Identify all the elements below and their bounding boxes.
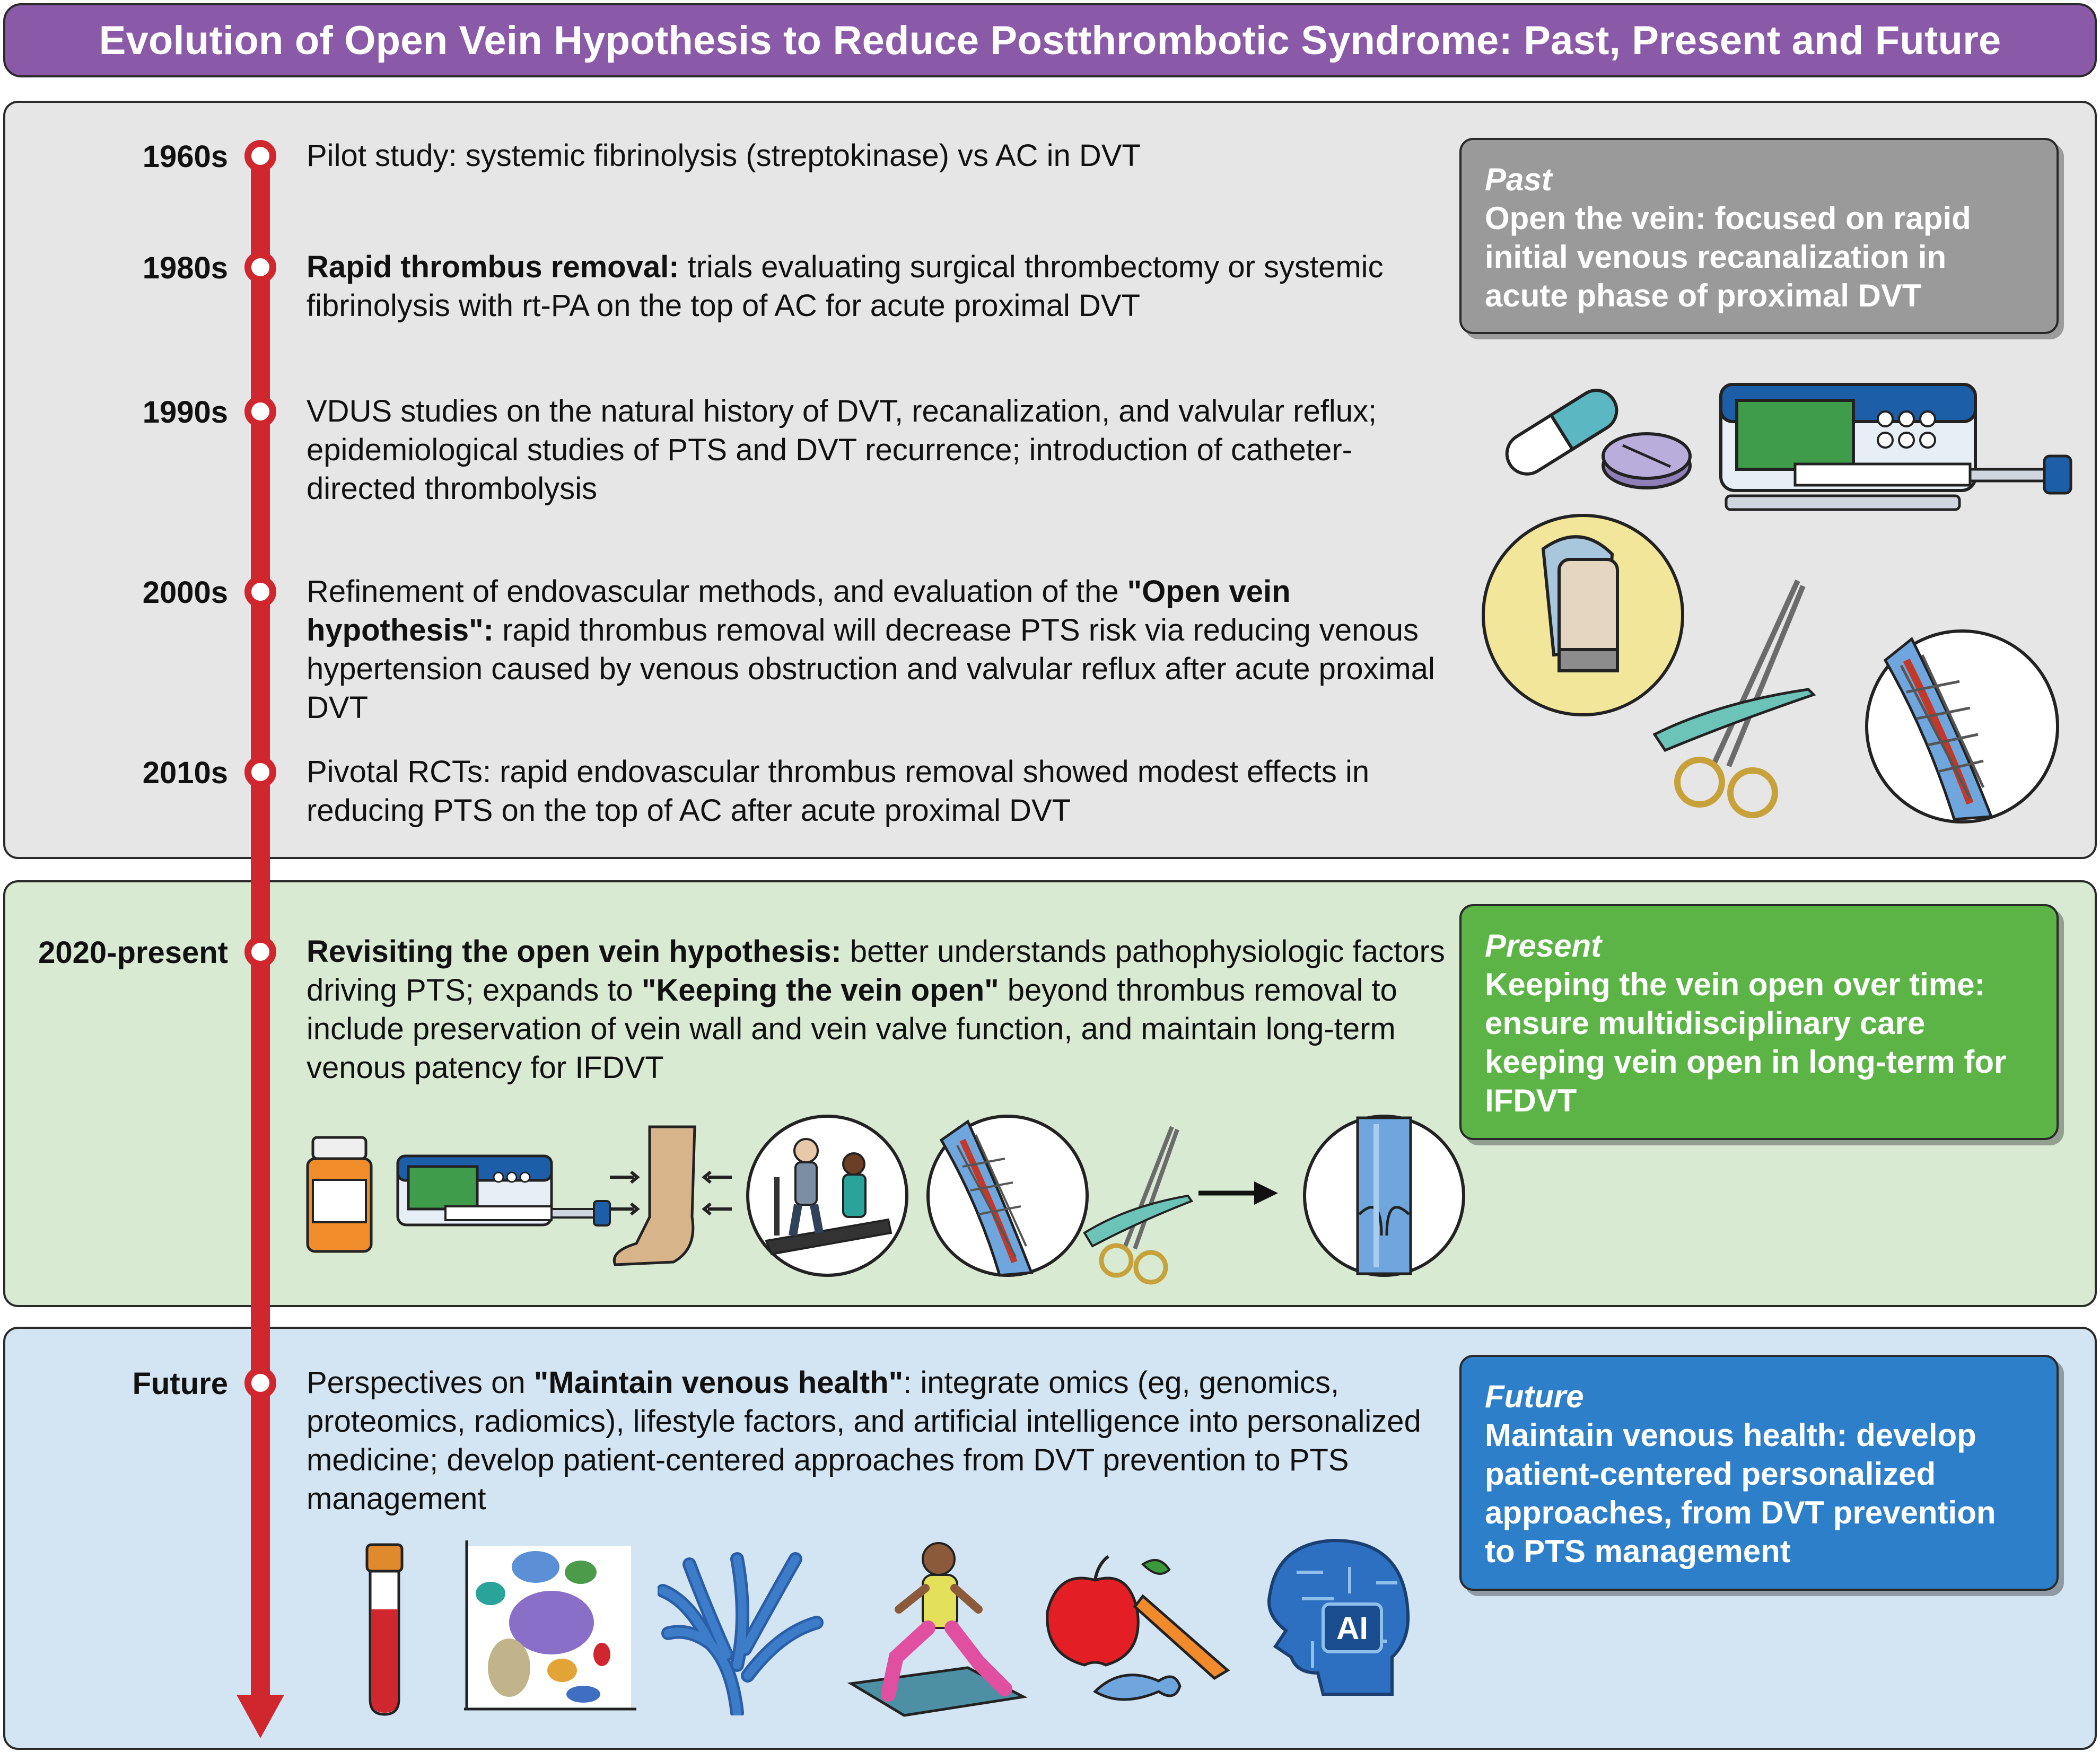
- milestone-dot-1980s: [244, 251, 276, 283]
- milestone-dot-2010s: [244, 756, 276, 788]
- future-phase-text: Maintain venous health: develop patient-…: [1485, 1417, 1996, 1569]
- present-phase-text: Keeping the vein open over time: ensure …: [1485, 967, 2007, 1118]
- infusion-pump-icon: [1719, 383, 2072, 511]
- era-label-2000s: 2000s: [142, 575, 228, 610]
- milestone-dot-future: [244, 1367, 276, 1399]
- event-text-1990s: VDUS studies on the natural history of D…: [307, 392, 1452, 508]
- milestone-dot-2020-present: [244, 936, 276, 968]
- page-title: Evolution of Open Vein Hypothesis to Red…: [3, 3, 2097, 77]
- event-text-1980s: Rapid thrombus removal: trials evaluatin…: [307, 248, 1452, 325]
- event-text-future: Perspectives on "Maintain venous health"…: [307, 1363, 1452, 1518]
- treadmill-rehab-icon: [746, 1115, 908, 1277]
- era-label-1960s: 1960s: [142, 139, 228, 174]
- blood-sample-tube-icon: [365, 1543, 404, 1716]
- past-phase-text: Open the vein: focused on rapid initial …: [1485, 200, 1971, 313]
- event-text-1960s: Pilot study: systemic fibrinolysis (stre…: [307, 136, 1452, 175]
- exercise-lunge-icon: [847, 1542, 1028, 1717]
- pill-bottle-icon: [306, 1136, 373, 1253]
- surgical-instruments-icon: [1652, 579, 1816, 818]
- healthy-food-icon: [1046, 1555, 1230, 1701]
- milestone-dot-2000s: [244, 576, 276, 608]
- event-text-run: Refinement of endovascular methods, and …: [307, 574, 1127, 609]
- era-label-future: Future: [132, 1366, 228, 1401]
- event-text-run: Revisiting the open vein hypothesis:: [307, 934, 842, 969]
- timeline-bar: [251, 155, 270, 1697]
- era-label-2020-present: 2020-present: [38, 935, 228, 970]
- event-text-2010s: Pivotal RCTs: rapid endovascular thrombu…: [307, 752, 1452, 830]
- infusion-pump-icon: [396, 1154, 611, 1227]
- event-text-run: Pivotal RCTs: rapid endovascular thrombu…: [307, 755, 1370, 828]
- event-text-run: "Open vein hypothesis":: [307, 574, 1291, 647]
- event-text-run: Pilot study: systemic fibrinolysis (stre…: [307, 138, 1141, 173]
- healthy-vein-valve-icon: [1303, 1115, 1465, 1277]
- event-text-run: rapid thrombus removal will decrease PTS…: [307, 613, 1435, 725]
- era-label-2010s: 2010s: [142, 756, 228, 790]
- era-label-1980s: 1980s: [142, 251, 228, 285]
- ai-head-icon: AI: [1267, 1538, 1410, 1696]
- event-text-run: VDUS studies on the natural history of D…: [307, 394, 1377, 506]
- future-summary-box: Future Maintain venous health: develop p…: [1459, 1355, 2059, 1591]
- tablet-icon: [1602, 432, 1692, 489]
- arrow-right-icon: [1198, 1181, 1278, 1205]
- venous-stent-icon: [926, 1115, 1089, 1277]
- past-summary-box: Past Open the vein: focused on rapid ini…: [1459, 138, 2059, 334]
- event-text-2020-present: Revisiting the open vein hypothesis: bet…: [307, 932, 1452, 1087]
- future-phase-name: Future: [1485, 1379, 1584, 1414]
- event-text-run: Rapid thrombus removal:: [307, 250, 679, 284]
- milestone-dot-1960s: [244, 140, 276, 172]
- surgical-instruments-icon: [1083, 1126, 1194, 1285]
- venous-tree-icon: [658, 1552, 824, 1715]
- event-text-run: Perspectives on: [307, 1365, 534, 1400]
- omics-cluster-plot-icon: [464, 1540, 636, 1711]
- present-phase-name: Present: [1485, 928, 1602, 963]
- event-text-run: better understands pathophysiologic fact…: [307, 934, 1445, 1008]
- present-summary-box: Present Keeping the vein open over time:…: [1459, 904, 2059, 1140]
- timeline-arrow-head: [237, 1695, 284, 1738]
- compression-device-icon: [1482, 514, 1684, 716]
- event-text-run: "Maintain venous health": [533, 1365, 904, 1400]
- event-text-run: trials evaluating surgical thrombectomy …: [307, 250, 1384, 323]
- event-text-2000s: Refinement of endovascular methods, and …: [307, 572, 1452, 727]
- era-label-1990s: 1990s: [142, 395, 228, 430]
- event-text-run: "Keeping the vein open": [641, 973, 999, 1008]
- event-text-run: beyond thrombus removal to include prese…: [307, 973, 1397, 1085]
- past-phase-name: Past: [1485, 162, 1552, 197]
- capsule-icon: [1505, 389, 1618, 476]
- milestone-dot-1990s: [244, 396, 276, 427]
- svg-text:AI: AI: [1336, 1610, 1368, 1646]
- compression-stocking-icon: [610, 1125, 732, 1266]
- venous-stent-icon: [1865, 629, 2059, 824]
- event-text-run: : integrate omics (eg, genomics, proteom…: [307, 1365, 1421, 1516]
